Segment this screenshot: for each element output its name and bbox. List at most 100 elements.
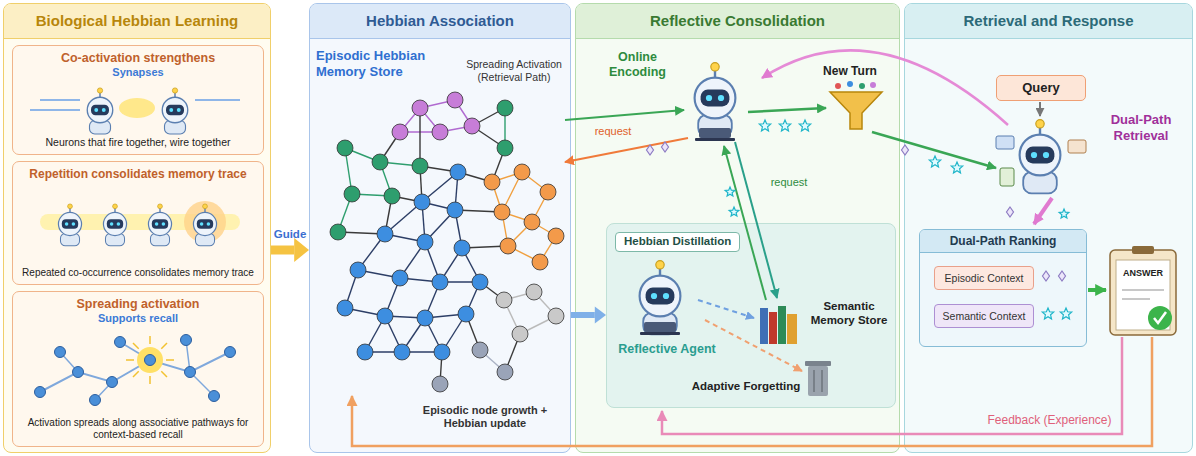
store-label: Semantic Memory Store — [805, 300, 893, 328]
book-icon — [769, 312, 777, 344]
request-arrow — [565, 110, 684, 120]
neuron-dot — [107, 377, 118, 388]
star-icon — [779, 120, 790, 131]
memory-node — [548, 308, 564, 324]
robot-eye — [207, 222, 211, 226]
synapse-link — [502, 172, 522, 212]
label-box: Spreading Activation (Retrieval Path) — [458, 58, 570, 83]
glow-ray — [149, 376, 151, 384]
memory-node — [526, 284, 542, 300]
robot-head — [193, 212, 216, 235]
synapse-link — [385, 202, 422, 234]
glow-ray — [161, 343, 167, 349]
glow — [184, 201, 226, 243]
synapse-link — [455, 100, 472, 126]
synapse-link — [422, 202, 425, 242]
robot-antenna — [1039, 126, 1041, 136]
robot-eye — [102, 108, 106, 112]
synapse-link — [422, 172, 458, 202]
laptop-icon — [695, 138, 735, 141]
synapse-link — [440, 248, 462, 282]
synapse-link — [508, 222, 532, 246]
new-turn-arrow — [762, 50, 1008, 125]
star-icon — [1059, 209, 1069, 218]
memory-node — [464, 118, 480, 134]
answer-arrow — [1088, 288, 1106, 292]
book-icon — [760, 308, 768, 344]
synapse-link — [338, 232, 385, 234]
synapse-link — [365, 351, 402, 352]
robot-eye — [651, 293, 657, 299]
device-icon — [996, 136, 1014, 149]
memory-node — [512, 326, 528, 342]
robot-visor — [152, 219, 168, 229]
retrieval-label: Dual-Path Retrieval — [1092, 112, 1190, 143]
robot-bulb — [158, 204, 163, 209]
forgetting-label: Adaptive Forgetting — [690, 380, 802, 394]
label-box: Episodic node growth + Hebbian update — [405, 404, 565, 430]
synapse-link — [392, 196, 422, 202]
label-box: request — [588, 125, 638, 138]
synapse-link — [385, 196, 392, 234]
book-icon — [787, 314, 797, 344]
memory-node — [417, 310, 433, 326]
robot-visor — [62, 219, 78, 229]
memory-node — [372, 154, 388, 170]
pathway — [60, 352, 78, 372]
robot-body — [165, 121, 186, 135]
paper-line — [1122, 289, 1164, 291]
forget-arrow — [705, 320, 802, 371]
memory-node — [350, 262, 366, 278]
neuron-dot — [185, 367, 196, 378]
caption-text: Repeated co-occurrence consolidates memo… — [13, 267, 263, 279]
edge-label-box: Guide — [274, 228, 307, 242]
robot-eye — [155, 222, 159, 226]
synapse-link — [380, 132, 400, 162]
synapse-link — [455, 172, 458, 210]
memory-node — [432, 274, 448, 290]
synapse-link — [422, 202, 455, 210]
star-icon — [1060, 308, 1071, 319]
synapse-link — [425, 314, 466, 318]
robot-head — [148, 212, 171, 235]
robot-visor — [107, 219, 123, 229]
robot-bulb — [203, 204, 208, 209]
synapse-link — [532, 222, 556, 236]
answer-label: ANSWER — [1118, 268, 1168, 279]
trash-line — [821, 370, 823, 392]
neuron-dot — [90, 395, 101, 406]
node-text: Supports recall — [13, 312, 263, 325]
synapse-link — [380, 162, 392, 196]
robot-antenna — [69, 208, 70, 213]
memory-node — [458, 306, 474, 322]
robot-bulb — [68, 204, 73, 209]
agent-label: Reflective Agent — [612, 342, 722, 357]
memory-node — [447, 202, 463, 218]
rank-arrow — [1034, 198, 1052, 224]
synapse-link — [400, 108, 420, 132]
synapse-link — [420, 166, 422, 202]
node-text: Synapses — [13, 66, 263, 79]
tag-title: Hebbian Distillation — [615, 232, 740, 252]
memory-node — [432, 124, 448, 140]
encoding-label: Online Encoding — [590, 50, 685, 80]
memory-node — [484, 174, 500, 190]
context-box: Episodic Context — [934, 266, 1034, 290]
request-label: request — [764, 176, 814, 189]
ranking-box: Dual-Path RankingEpisodic ContextSemanti… — [919, 229, 1087, 347]
robot-antenna — [204, 208, 205, 213]
glow-ray — [133, 371, 139, 377]
memory-node — [412, 100, 428, 116]
panel: Retrieval and ResponseQueryDual-Path Ran… — [904, 3, 1193, 453]
synapse-link — [425, 282, 440, 318]
pathway — [186, 340, 190, 372]
memory-node — [497, 364, 513, 380]
robot-bulb — [97, 88, 102, 93]
neuron-dot — [35, 387, 46, 398]
flow-arrow — [571, 306, 606, 323]
glow — [137, 347, 163, 373]
node-text: Repetition consolidates memory trace — [13, 167, 263, 181]
synapse-link — [345, 308, 385, 316]
neuron-dot — [225, 347, 236, 358]
arrow-head — [294, 238, 309, 262]
